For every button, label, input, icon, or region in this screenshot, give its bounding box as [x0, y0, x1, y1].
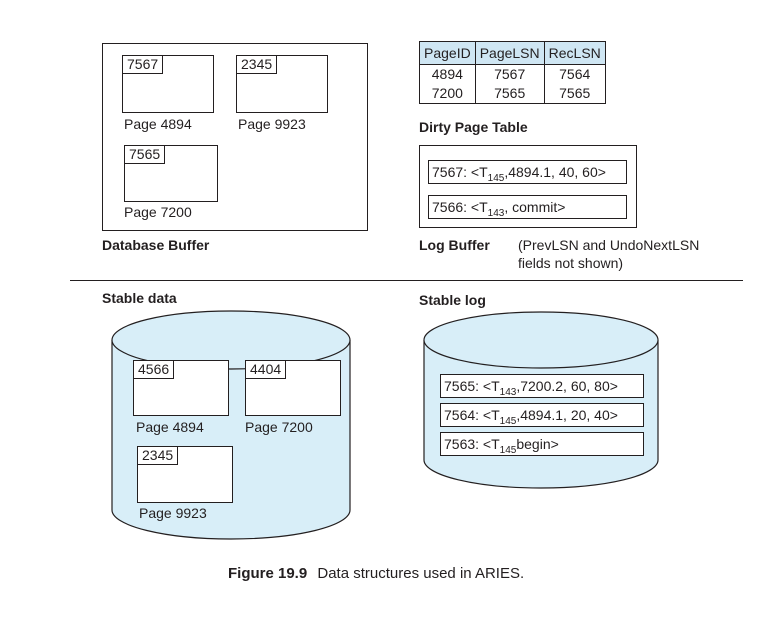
page-caption: Page 9923 [238, 116, 306, 132]
buffer-page-9923: 2345 [236, 55, 328, 113]
table-cell: 7200 [419, 84, 476, 104]
table-cell: 7565 [474, 84, 545, 104]
page-lsn: 7567 [123, 56, 164, 74]
table-row: 7200 7565 7565 [419, 84, 606, 104]
volatile-stable-divider [70, 280, 743, 281]
table-cell: 7567 [474, 64, 545, 84]
log-record: 7567: <T145,4894.1, 40, 60> [428, 160, 627, 184]
table-cell: 7564 [543, 64, 606, 84]
log-record: 7564: <T145,4894.1, 20, 40> [440, 403, 644, 427]
log-buffer-note: (PrevLSN and UndoNextLSN fields not show… [518, 237, 700, 271]
page-lsn: 4404 [246, 361, 287, 379]
figure-caption: Figure 19.9 Data structures used in ARIE… [228, 565, 524, 582]
page-caption: Page 7200 [124, 204, 192, 220]
stable-log-label: Stable log [419, 292, 486, 308]
figure-caption-text: Data structures used in ARIES. [317, 565, 525, 582]
buffer-page-7200: 7565 [124, 145, 218, 202]
dirty-page-table-label: Dirty Page Table [419, 119, 528, 135]
page-lsn: 7565 [125, 146, 166, 164]
log-record: 7563: <T145begin> [440, 432, 644, 456]
stable-page-9923: 2345 [137, 446, 233, 503]
log-buffer-label: Log Buffer [419, 237, 490, 253]
page-caption: Page 4894 [136, 419, 204, 435]
column-header: PageLSN [474, 41, 545, 65]
dirty-page-table: PageID PageLSN RecLSN 4894 7567 7564 720… [419, 41, 606, 104]
stable-page-7200: 4404 [245, 360, 341, 416]
stable-page-4894: 4566 [133, 360, 229, 416]
page-lsn: 2345 [237, 56, 278, 74]
column-header: RecLSN [543, 41, 606, 65]
page-caption: Page 7200 [245, 419, 313, 435]
table-cell: 4894 [419, 64, 476, 84]
page-lsn: 4566 [134, 361, 175, 379]
page-caption: Page 4894 [124, 116, 192, 132]
log-record: 7565: <T143,7200.2, 60, 80> [440, 374, 644, 398]
page-lsn: 2345 [138, 447, 179, 465]
buffer-page-4894: 7567 [122, 55, 214, 113]
database-buffer-label: Database Buffer [102, 237, 210, 253]
table-cell: 7565 [543, 84, 606, 104]
stable-data-label: Stable data [102, 290, 177, 306]
stable-log-cylinder [423, 311, 659, 489]
table-row: 4894 7567 7564 [419, 64, 606, 84]
column-header: PageID [419, 41, 476, 65]
log-record: 7566: <T143, commit> [428, 195, 627, 219]
page-caption: Page 9923 [139, 505, 207, 521]
figure-number: Figure 19.9 [228, 565, 308, 582]
